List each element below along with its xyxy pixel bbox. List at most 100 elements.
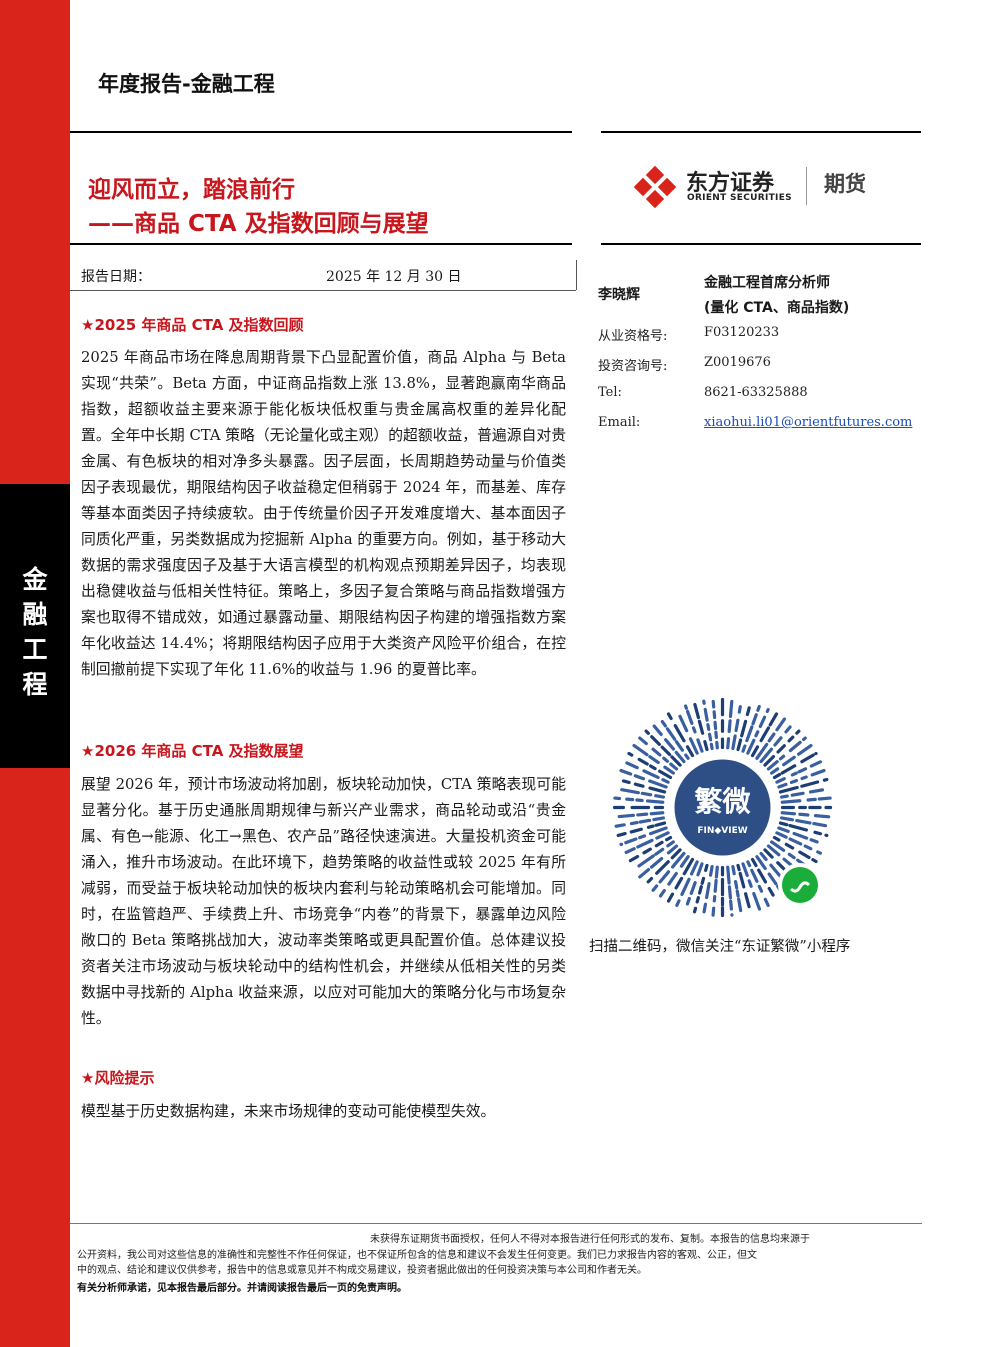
tel-label: Tel: xyxy=(598,385,622,400)
section-body-risk: 模型基于历史数据构建，未来市场规律的变动可能使模型失效。 xyxy=(81,1103,496,1120)
brand-name-cn: 东方证券 xyxy=(686,171,775,196)
qr-module xyxy=(629,820,639,826)
qr-module xyxy=(780,799,802,804)
qr-module xyxy=(633,782,645,788)
qr-module xyxy=(689,881,697,895)
qr-module xyxy=(621,779,631,785)
qr-module xyxy=(746,860,752,868)
qr-module xyxy=(703,707,709,722)
qr-module xyxy=(797,743,813,756)
qr-module xyxy=(809,760,822,768)
qr-module xyxy=(708,864,714,877)
qr-center-title: 繁微 xyxy=(694,785,750,818)
qr-module xyxy=(770,767,780,775)
logo-bottom-rule xyxy=(601,243,921,245)
qr-module xyxy=(666,712,673,721)
qr-module xyxy=(808,788,825,794)
qr-module xyxy=(711,906,716,917)
qr-module xyxy=(652,816,666,822)
qr-module xyxy=(651,747,662,757)
qr-module xyxy=(689,860,699,876)
qr-module xyxy=(727,885,732,900)
qr-module xyxy=(745,725,754,743)
qr-module xyxy=(654,821,667,827)
section-heading-review: ★2025 年商品 CTA 及指数回顾 xyxy=(81,316,304,334)
qr-module xyxy=(655,860,670,875)
consulting-label: 投资咨询号: xyxy=(598,359,668,374)
qr-module xyxy=(654,794,666,799)
qr-module xyxy=(702,902,708,914)
orient-securities-logo: 东方证券 ORIENT SECURITIES 期货 xyxy=(630,162,890,212)
qr-module xyxy=(777,826,790,833)
qr-module xyxy=(810,768,826,777)
qr-module xyxy=(727,719,732,733)
qr-module xyxy=(767,872,778,886)
qr-module xyxy=(642,769,660,780)
date-rule xyxy=(70,290,576,291)
qr-module xyxy=(776,744,786,754)
qr-module xyxy=(685,745,695,758)
disclaimer-line-1: 未获得东证期货书面授权，任何人不得对本报告进行任何形式的发布、复制。本报告的信息… xyxy=(370,1234,810,1245)
qr-module xyxy=(654,847,665,856)
qr-module xyxy=(683,704,688,710)
qr-module xyxy=(731,734,737,751)
qr-module xyxy=(648,786,667,794)
qr-module xyxy=(673,724,686,743)
qr-module xyxy=(674,876,684,890)
qr-module xyxy=(706,723,711,731)
qr-module xyxy=(775,777,786,784)
qr-module xyxy=(755,855,767,871)
qr-module xyxy=(780,764,797,775)
qr-module xyxy=(812,822,828,828)
qr-module xyxy=(697,885,703,895)
qr-module xyxy=(741,862,749,877)
qr-module xyxy=(822,777,829,782)
qr-module xyxy=(733,879,739,890)
qr-module xyxy=(670,755,682,767)
qr-module xyxy=(624,837,638,845)
qr-module xyxy=(797,767,808,774)
qr-module xyxy=(680,877,691,897)
qr-module xyxy=(660,745,672,757)
qr-module xyxy=(795,729,801,735)
qr-module xyxy=(813,814,831,819)
title-bottom-rule xyxy=(70,243,572,245)
qr-module xyxy=(675,899,681,907)
qr-module xyxy=(768,712,779,727)
email-link[interactable]: xiaohui.li01@orientfutures.com xyxy=(704,415,913,430)
analyst-rule xyxy=(576,260,577,290)
qr-module xyxy=(650,735,661,746)
qr-module xyxy=(741,744,747,753)
qr-module xyxy=(682,857,695,876)
qr-module xyxy=(665,727,677,741)
qr-module xyxy=(648,826,668,836)
qr-module xyxy=(788,740,802,753)
qr-module xyxy=(817,796,832,801)
qr-module xyxy=(726,737,731,750)
qr-module xyxy=(787,735,795,743)
report-type: 年度报告-金融工程 xyxy=(98,72,275,96)
qr-module xyxy=(640,791,653,797)
qr-module xyxy=(750,857,758,868)
qr-module xyxy=(744,892,751,909)
qr-module xyxy=(663,765,675,775)
qr-module xyxy=(789,778,799,784)
qr-module xyxy=(646,824,655,829)
qr-module xyxy=(638,834,647,840)
qr-module xyxy=(766,844,781,857)
qr-module xyxy=(795,818,812,825)
qr-module xyxy=(652,724,663,736)
report-date-label: 报告日期： xyxy=(81,269,151,285)
qr-module xyxy=(638,818,652,824)
qr-module xyxy=(666,840,675,848)
qr-center-sub: FIN◆VIEW xyxy=(697,826,747,836)
qr-module xyxy=(784,725,792,734)
qr-module xyxy=(696,738,704,753)
qr-module xyxy=(763,848,774,859)
qr-module xyxy=(671,851,686,869)
qr-module xyxy=(648,779,668,789)
qr-module xyxy=(697,719,705,735)
qr-module xyxy=(714,865,719,879)
qr-module xyxy=(803,844,813,851)
qr-module xyxy=(778,821,789,827)
